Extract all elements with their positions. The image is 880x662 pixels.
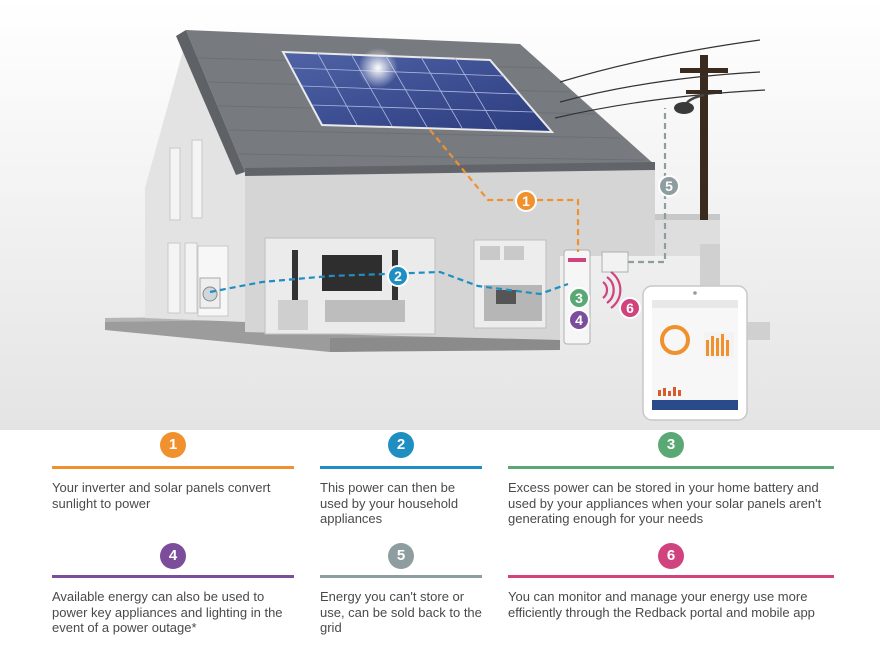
house	[145, 30, 655, 345]
scene-badge-5: 5	[658, 175, 680, 197]
svg-text:1: 1	[522, 193, 530, 209]
step-4-rule	[52, 575, 294, 578]
wifi-waves	[602, 271, 622, 309]
step-5-rule	[320, 575, 482, 578]
step-4-text: Available energy can also be used to pow…	[52, 589, 283, 635]
scene-badge-6: 6	[619, 297, 641, 319]
step-3-number: 3	[658, 432, 684, 458]
step-2: 2 This power can then be used by your ho…	[320, 432, 482, 528]
step-5-text: Energy you can't store or use, can be so…	[320, 589, 482, 635]
svg-text:4: 4	[575, 312, 583, 328]
scene-badge-2: 2	[387, 265, 409, 287]
scene-badge-1: 1	[515, 190, 537, 212]
svg-text:2: 2	[394, 268, 402, 284]
house-energy-illustration: 1 2 3 4 5 6	[0, 0, 880, 430]
step-1: 1 Your inverter and solar panels convert…	[52, 432, 294, 528]
step-3-text: Excess power can be stored in your home …	[508, 480, 822, 526]
tablet	[642, 285, 748, 421]
step-6: 6 You can monitor and manage your energy…	[508, 543, 834, 643]
step-6-rule	[508, 575, 834, 578]
solar-panel	[281, 48, 555, 134]
svg-text:6: 6	[626, 300, 634, 316]
svg-text:5: 5	[665, 178, 673, 194]
step-6-text: You can monitor and manage your energy u…	[508, 589, 815, 620]
step-2-text: This power can then be used by your hous…	[320, 480, 459, 526]
scene-badge-4: 4	[568, 309, 590, 331]
step-1-text: Your inverter and solar panels convert s…	[52, 480, 271, 511]
step-5-number: 5	[388, 543, 414, 569]
step-2-rule	[320, 466, 482, 469]
step-1-rule	[52, 466, 294, 469]
step-4: 4 Available energy can also be used to p…	[52, 543, 294, 643]
step-3: 3 Excess power can be stored in your hom…	[508, 432, 834, 528]
step-2-number: 2	[388, 432, 414, 458]
step-3-rule	[508, 466, 834, 469]
step-1-number: 1	[160, 432, 186, 458]
svg-text:3: 3	[575, 290, 583, 306]
step-4-number: 4	[160, 543, 186, 569]
scene-badge-3: 3	[568, 287, 590, 309]
power-pole	[554, 39, 766, 220]
step-5: 5 Energy you can't store or use, can be …	[320, 543, 482, 643]
step-6-number: 6	[658, 543, 684, 569]
